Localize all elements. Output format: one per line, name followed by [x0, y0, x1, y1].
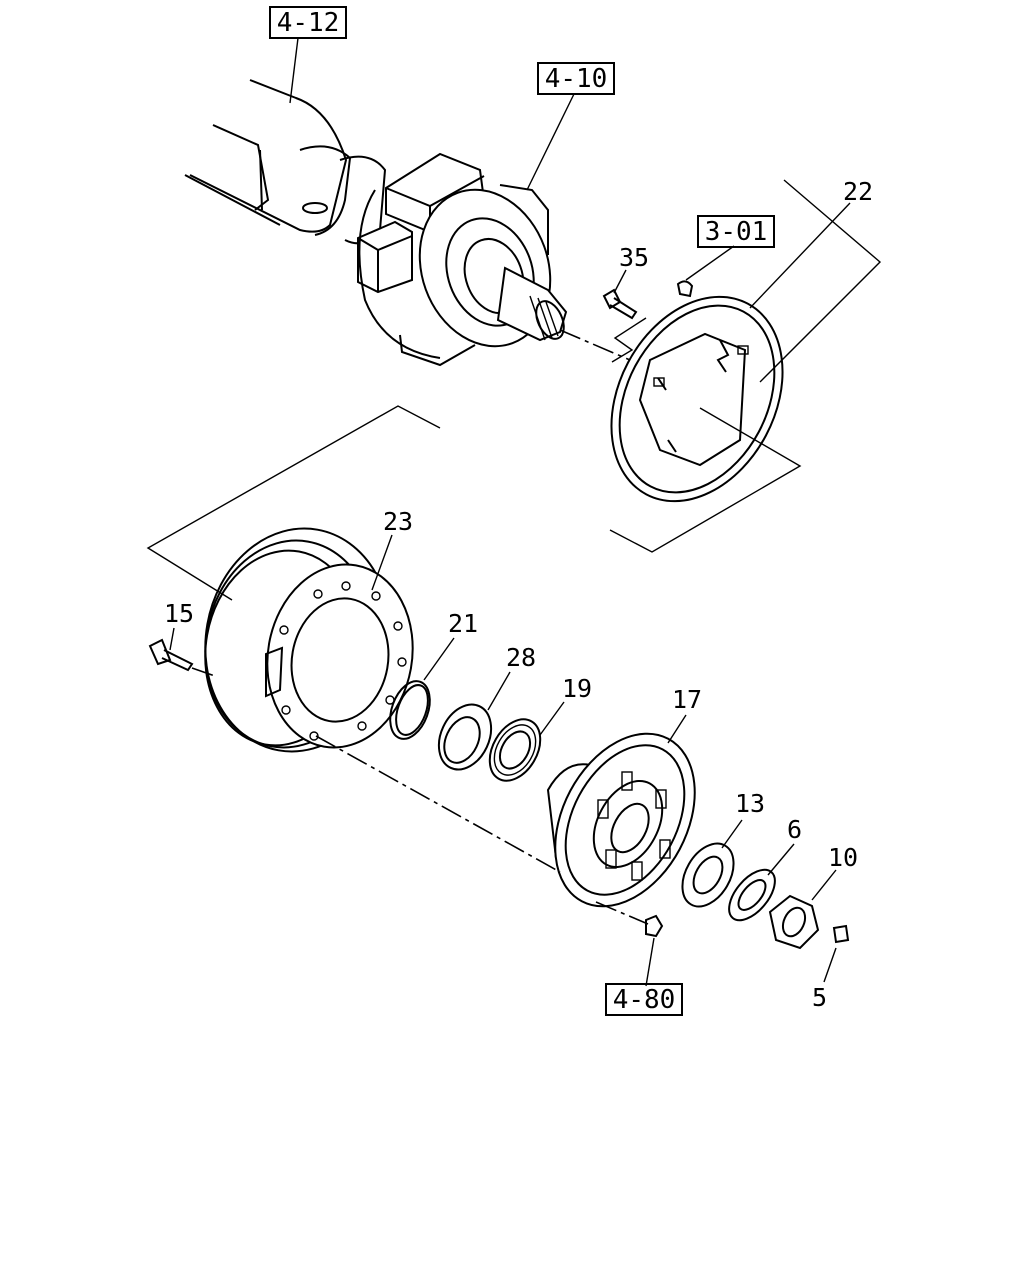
knuckle-assembly: [357, 152, 568, 367]
part-number-23: 23: [383, 507, 413, 536]
axle-housing: [184, 79, 387, 245]
part-number-17: 17: [672, 685, 702, 714]
nut-4-80: [645, 914, 664, 938]
ref-box-4-10: 4-10: [537, 62, 615, 95]
ref-box-4-80: 4-80: [605, 983, 683, 1016]
screw-5: [832, 924, 850, 944]
part-number-35: 35: [619, 243, 649, 272]
part-number-labels: 35 22 23 15 21 28 19 17 13 6 10 5: [164, 177, 873, 1012]
part-number-28: 28: [506, 643, 536, 672]
ref-box-3-01: 3-01: [697, 215, 775, 248]
part-number-22: 22: [843, 177, 873, 206]
oil-seal-28: [437, 703, 493, 771]
ref-label: 3-01: [705, 217, 768, 247]
nut-10: [768, 894, 820, 950]
brake-drum-23: [204, 527, 414, 753]
part-number-15: 15: [164, 599, 194, 628]
ref-label: 4-80: [613, 985, 676, 1015]
hub-17: [546, 732, 696, 908]
ref-label: 4-12: [277, 8, 340, 38]
bearing-19: [488, 718, 542, 782]
part-number-13: 13: [735, 789, 765, 818]
alignment-lines: [146, 179, 882, 925]
part-number-6: 6: [787, 815, 802, 844]
clip-3-01: [676, 280, 694, 298]
ref-box-4-12: 4-12: [269, 6, 347, 39]
leader-lines: [169, 37, 851, 987]
backing-plate-22: [610, 295, 784, 503]
part-number-19: 19: [562, 674, 592, 703]
stud-bolt-15: [148, 638, 194, 672]
part-number-10: 10: [828, 843, 858, 872]
snap-ring-21: [389, 680, 431, 740]
bearing-13: [681, 842, 735, 908]
bolt-35: [602, 288, 638, 320]
ref-label: 4-10: [545, 64, 608, 94]
part-number-5: 5: [812, 983, 827, 1012]
part-number-21: 21: [448, 609, 478, 638]
